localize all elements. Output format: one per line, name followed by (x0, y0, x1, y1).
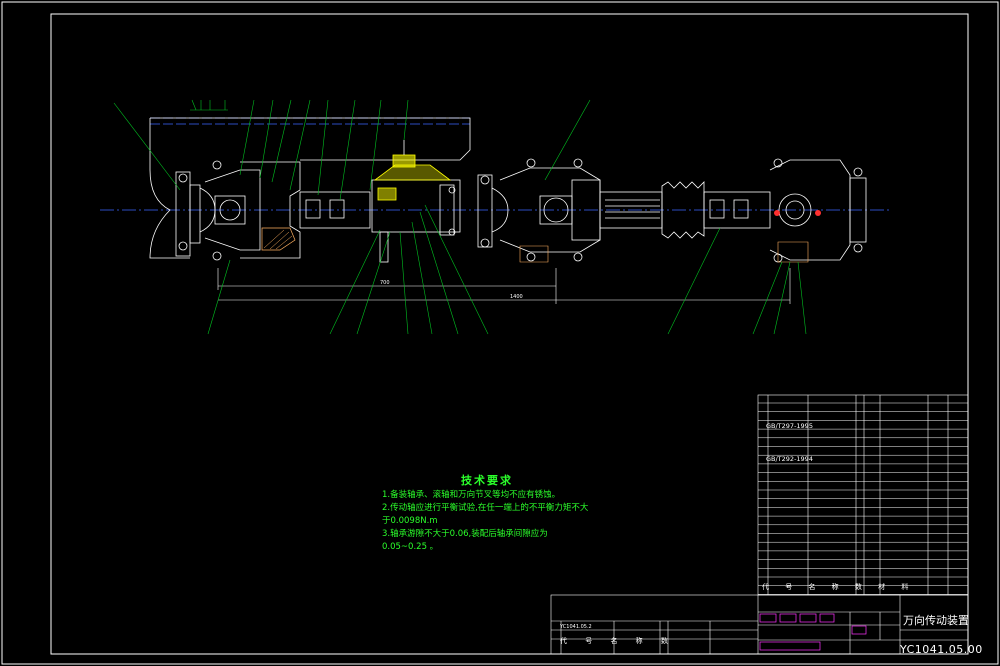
title-block-stamps (759, 613, 867, 651)
intermediate-support (371, 140, 461, 263)
middle-joint-hatch (519, 245, 549, 263)
left-yoke-hatch-lines (263, 229, 293, 250)
cross-yoke-left (240, 161, 371, 259)
requirement-item: 3.轴承游隙不大于0.06,装配后轴承间隙应为0.05~0.25 。 (382, 529, 548, 552)
drawing-name: 万向传动装置 (903, 614, 969, 627)
right-joint-pin-a (774, 210, 780, 216)
requirement-item: 2.传动轴应进行平衡试验,在任一端上的不平衡力矩不大于0.0098N.m (382, 503, 589, 526)
dimension-label: 1400 (510, 294, 523, 300)
technical-requirements-title: 技术要求 (461, 474, 513, 487)
title-block (550, 594, 969, 655)
standard-ref-b: GB/T292-1994 (766, 455, 813, 463)
frame-outline (149, 117, 471, 259)
leader-lines (113, 99, 807, 335)
parts-list-rows (758, 402, 968, 595)
bottom-table-header: 代 号 名 称 数 (560, 637, 676, 645)
bottom-drawing-code: YC1041.05.2 (560, 624, 592, 630)
left-flange-yoke (175, 160, 261, 261)
left-yoke-hatch (261, 227, 296, 251)
right-joint-pin-b (815, 210, 821, 216)
rear-propeller-shaft (599, 181, 771, 239)
standard-ref-a: GB/T297-1995 (766, 422, 813, 430)
right-joint-hatch (777, 241, 809, 263)
technical-requirements: 技术要求 1.备装轴承、滚轴和万向节叉等均不应有锈蚀。 2.传动轴应进行平衡试验… (382, 474, 592, 554)
dimension-lines (217, 268, 791, 304)
dimension-label: 700 (380, 280, 390, 286)
right-universal-joint (769, 158, 867, 263)
drawing-code: YC1041.05.00 (900, 643, 983, 656)
parts-list-header: 代 号 名 称 数 材 料 (762, 583, 916, 591)
requirement-item: 1.备装轴承、滚轴和万向节叉等均不应有锈蚀。 (382, 490, 561, 500)
inner-frame (50, 13, 969, 655)
